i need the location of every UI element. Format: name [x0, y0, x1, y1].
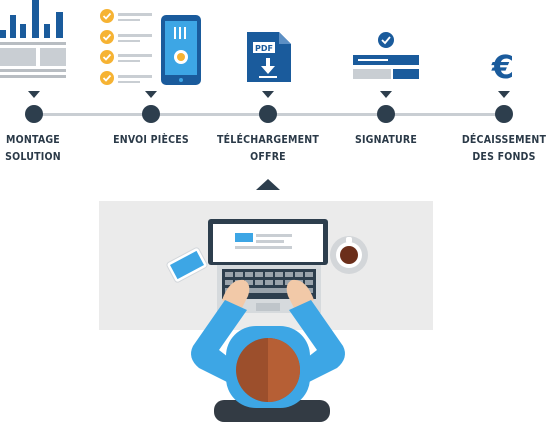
step-label-line: ENVOI PIÈCES	[113, 134, 189, 146]
euro-icon: €	[491, 48, 514, 86]
step-label-line: TÉLÉCHARGEMENT	[216, 134, 319, 146]
step-label-line: OFFRE	[250, 151, 286, 163]
timeline-dot-1	[25, 105, 43, 123]
timeline-pointer	[380, 91, 392, 98]
check-icon	[100, 50, 114, 64]
timeline-pointer	[28, 91, 40, 98]
phone-icon	[161, 15, 201, 85]
step-label-line: DES FONDS	[472, 151, 536, 163]
check-icon	[100, 30, 114, 44]
step-label-decaissement: DÉCAISSEMENT DES FONDS	[444, 132, 547, 166]
step-label-signature: SIGNATURE	[326, 132, 446, 149]
euro-symbol: €	[491, 48, 514, 86]
person-at-laptop-illustration	[166, 219, 368, 422]
step-label-line: SIGNATURE	[354, 134, 418, 146]
step-label-line: MONTAGE	[6, 134, 60, 146]
timeline-pointer	[145, 91, 157, 98]
tablet-icon	[166, 247, 208, 283]
pdf-download-icon: PDF	[247, 32, 291, 82]
step-label-line: SOLUTION	[5, 151, 61, 163]
timeline-dot-5	[495, 105, 513, 123]
check-icon	[100, 9, 114, 23]
coffee-cup-icon	[330, 236, 368, 274]
focus-pointer	[256, 179, 280, 190]
timeline-dot-4	[377, 105, 395, 123]
timeline-dot-3	[259, 105, 277, 123]
timeline-dot-2	[142, 105, 160, 123]
step-label-envoi: ENVOI PIÈCES	[91, 132, 211, 149]
step-label-telechargement: TÉLÉCHARGEMENT OFFRE	[208, 132, 328, 166]
timeline-pointer	[262, 91, 274, 98]
step-label-montage: MONTAGE SOLUTION	[0, 132, 93, 166]
checklist-phone-icon	[100, 9, 201, 85]
bar-chart-icon	[0, 0, 66, 78]
check-icon	[100, 71, 114, 85]
step-label-line: DÉCAISSEMENT	[461, 134, 547, 146]
timeline-pointer	[498, 91, 510, 98]
pdf-badge: PDF	[255, 44, 273, 53]
signature-form-icon	[353, 32, 419, 79]
